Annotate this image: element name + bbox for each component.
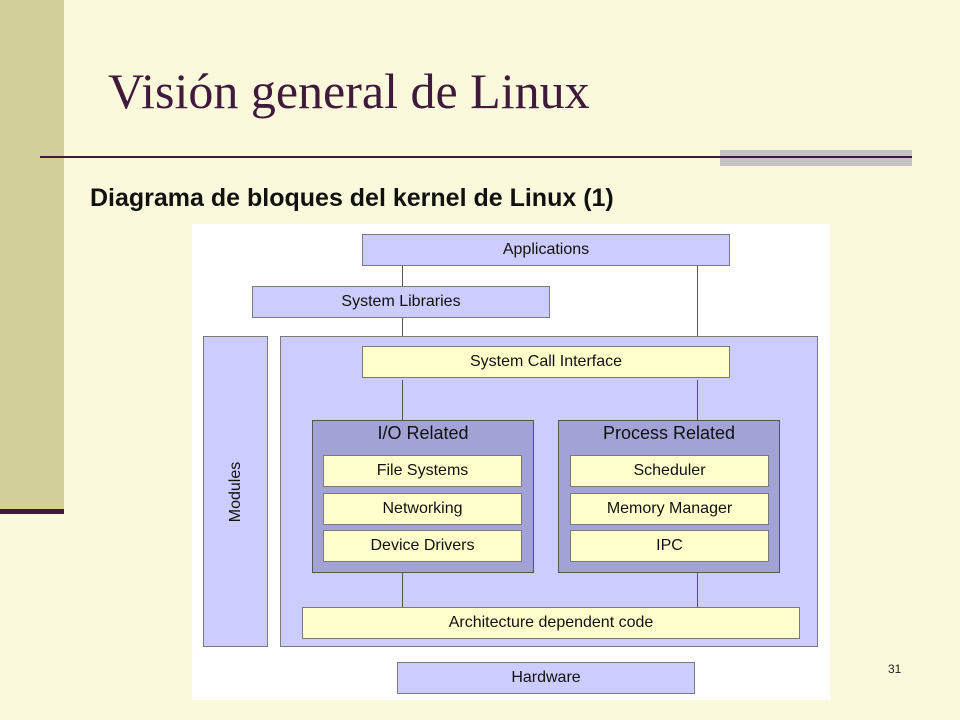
connector-libraries-to-syscall <box>402 316 403 350</box>
architecture-code-box: Architecture dependent code <box>302 607 800 639</box>
applications-label: Applications <box>502 241 590 258</box>
connector-syscall-io-inner <box>402 380 403 420</box>
scheduler-box: Scheduler <box>570 455 769 487</box>
modules-label: Modules <box>226 461 244 522</box>
architecture-code-label: Architecture dependent code <box>448 614 654 631</box>
networking-box: Networking <box>323 493 522 525</box>
slide-subtitle: Diagrama de bloques del kernel de Linux … <box>90 184 614 212</box>
title-rule <box>40 156 912 158</box>
connector-apps-to-libraries <box>402 266 403 286</box>
sidebar-accent <box>0 509 64 514</box>
title-rule-accent <box>720 150 912 166</box>
system-call-interface-label: System Call Interface <box>469 353 623 370</box>
memory-manager-box: Memory Manager <box>570 493 769 525</box>
networking-label: Networking <box>382 500 463 517</box>
applications-box: Applications <box>362 234 730 266</box>
system-libraries-label: System Libraries <box>341 293 461 310</box>
modules-box: Modules <box>203 336 268 647</box>
device-drivers-box: Device Drivers <box>323 530 522 562</box>
connector-process-arch-inner <box>697 573 698 607</box>
system-libraries-box: System Libraries <box>252 286 550 318</box>
hardware-box: Hardware <box>397 662 695 694</box>
slide-sidebar <box>0 0 64 512</box>
slide-title: Visión general de Linux <box>108 63 590 119</box>
io-related-title: I/O Related <box>377 423 469 443</box>
title-rule-overlay <box>720 156 912 158</box>
connector-apps-to-syscall <box>697 266 698 350</box>
connector-syscall-process-inner <box>697 380 698 420</box>
scheduler-label: Scheduler <box>633 462 706 479</box>
ipc-box: IPC <box>570 530 769 562</box>
io-related-group: I/O Related File Systems Networking Devi… <box>312 420 534 573</box>
kernel-block-diagram: Applications System Libraries Modules Sy… <box>192 224 830 700</box>
system-call-interface-box: System Call Interface <box>362 346 730 378</box>
hardware-label: Hardware <box>511 669 581 686</box>
device-drivers-label: Device Drivers <box>370 537 475 554</box>
file-systems-label: File Systems <box>376 462 469 479</box>
ipc-label: IPC <box>656 537 683 554</box>
memory-manager-label: Memory Manager <box>606 500 733 517</box>
process-related-title: Process Related <box>602 423 736 443</box>
file-systems-box: File Systems <box>323 455 522 487</box>
page-number: 31 <box>888 662 902 676</box>
connector-io-arch-inner <box>402 573 403 607</box>
process-related-group: Process Related Scheduler Memory Manager… <box>558 420 780 573</box>
